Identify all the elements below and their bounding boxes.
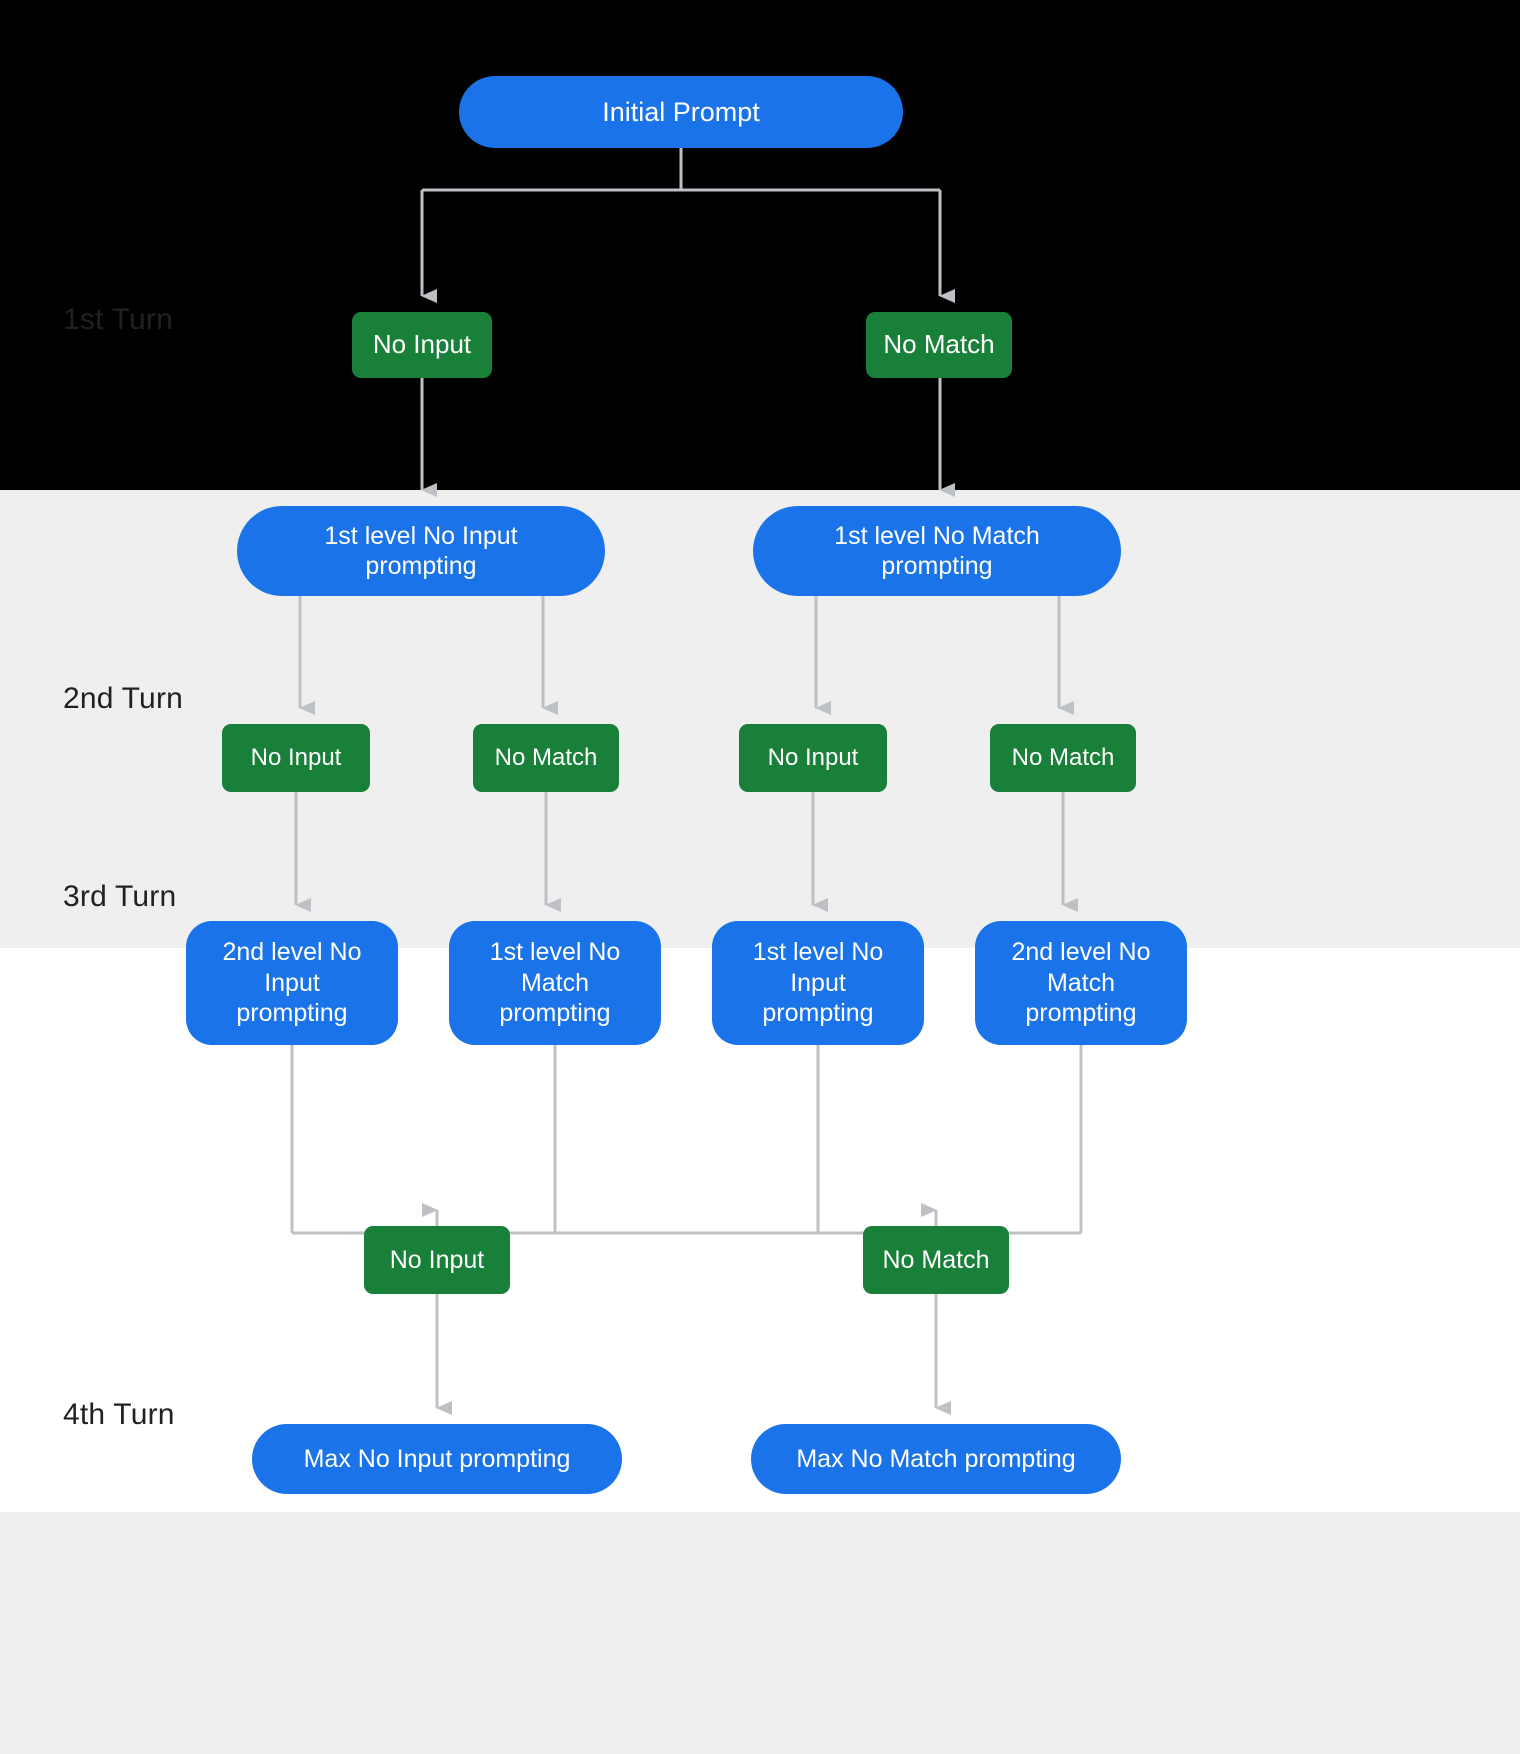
node-turn3-no-match[interactable]: No Match (863, 1226, 1009, 1294)
node-level1-no-match-prompting[interactable]: 1st level No Match prompting (753, 506, 1121, 596)
node-turn1-no-input[interactable]: No Input (352, 312, 492, 378)
node-level1-no-input-prompting-turn3-label: 1st level No Input prompting (752, 938, 884, 1028)
turn-label-4th: 4th Turn (63, 1398, 175, 1431)
turn-label-3rd: 3rd Turn (63, 880, 177, 913)
turn-label-2nd: 2nd Turn (63, 682, 184, 715)
node-level1-no-match-prompting-turn3[interactable]: 1st level No Match prompting (449, 921, 661, 1045)
node-turn2-no-input-right-label: No Input (767, 744, 859, 772)
node-max-no-match-prompting-label: Max No Match prompting (796, 1444, 1076, 1473)
node-level1-no-input-prompting-label: 1st level No Input prompting (324, 521, 518, 581)
node-turn3-no-match-label: No Match (882, 1245, 990, 1274)
node-max-no-input-prompting[interactable]: Max No Input prompting (252, 1424, 622, 1494)
node-turn1-no-match-label: No Match (883, 329, 995, 360)
node-turn1-no-match[interactable]: No Match (866, 312, 1012, 378)
node-initial-prompt-label: Initial Prompt (602, 96, 760, 127)
node-level1-no-input-prompting[interactable]: 1st level No Input prompting (237, 506, 605, 596)
turn-band-4th (0, 1512, 1520, 1754)
node-turn2-no-match-right[interactable]: No Match (990, 724, 1136, 792)
turn-label-1st: 1st Turn (63, 303, 173, 336)
node-turn2-no-match-right-label: No Match (1011, 744, 1115, 772)
node-turn2-no-input-left[interactable]: No Input (222, 724, 370, 792)
node-turn3-no-input[interactable]: No Input (364, 1226, 510, 1294)
node-level2-no-match-prompting[interactable]: 2nd level No Match prompting (975, 921, 1187, 1045)
node-turn2-no-input-left-label: No Input (250, 744, 342, 772)
node-level1-no-match-prompting-label: 1st level No Match prompting (834, 521, 1040, 581)
node-level1-no-input-prompting-turn3[interactable]: 1st level No Input prompting (712, 921, 924, 1045)
node-level1-no-match-prompting-turn3-label: 1st level No Match prompting (489, 938, 621, 1028)
node-turn2-no-match-left-label: No Match (494, 744, 598, 772)
node-level2-no-input-prompting[interactable]: 2nd level No Input prompting (186, 921, 398, 1045)
node-initial-prompt[interactable]: Initial Prompt (459, 76, 903, 148)
node-max-no-input-prompting-label: Max No Input prompting (303, 1444, 571, 1473)
node-turn2-no-match-left[interactable]: No Match (473, 724, 619, 792)
node-turn1-no-input-label: No Input (372, 329, 472, 360)
node-level2-no-match-prompting-label: 2nd level No Match prompting (1011, 938, 1151, 1028)
turn-band-1st (0, 0, 1520, 490)
node-level2-no-input-prompting-label: 2nd level No Input prompting (222, 938, 362, 1028)
node-turn2-no-input-right[interactable]: No Input (739, 724, 887, 792)
node-max-no-match-prompting[interactable]: Max No Match prompting (751, 1424, 1121, 1494)
node-turn3-no-input-label: No Input (389, 1245, 485, 1274)
